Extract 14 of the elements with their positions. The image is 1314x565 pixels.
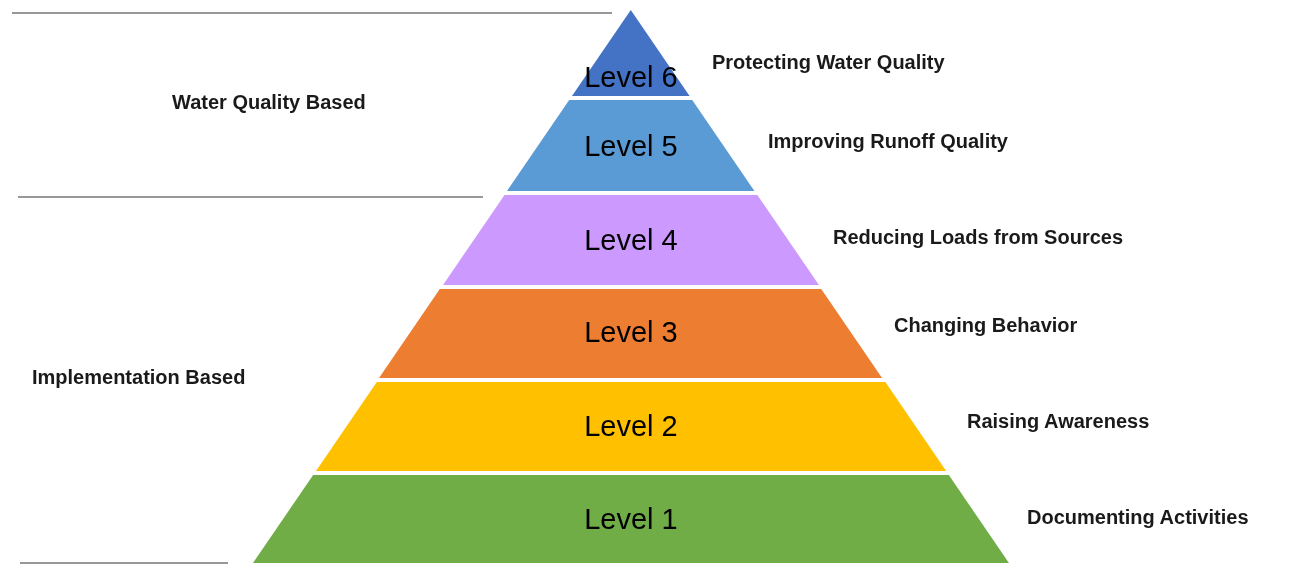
level-label: Level 1 (584, 502, 678, 536)
level-description: Protecting Water Quality (712, 50, 945, 74)
level-label: Level 2 (584, 409, 678, 443)
level-description: Reducing Loads from Sources (833, 225, 1124, 249)
group-label: Implementation Based (32, 365, 246, 389)
level-description: Changing Behavior (894, 313, 1078, 337)
level-description: Documenting Activities (1027, 505, 1249, 529)
level-label: Level 4 (584, 223, 678, 257)
level-description: Improving Runoff Quality (768, 129, 1008, 153)
level-description: Raising Awareness (967, 409, 1150, 433)
level-label: Level 6 (584, 60, 678, 94)
level-label: Level 5 (584, 129, 678, 163)
group-label: Water Quality Based (172, 90, 366, 114)
level-label: Level 3 (584, 315, 678, 349)
